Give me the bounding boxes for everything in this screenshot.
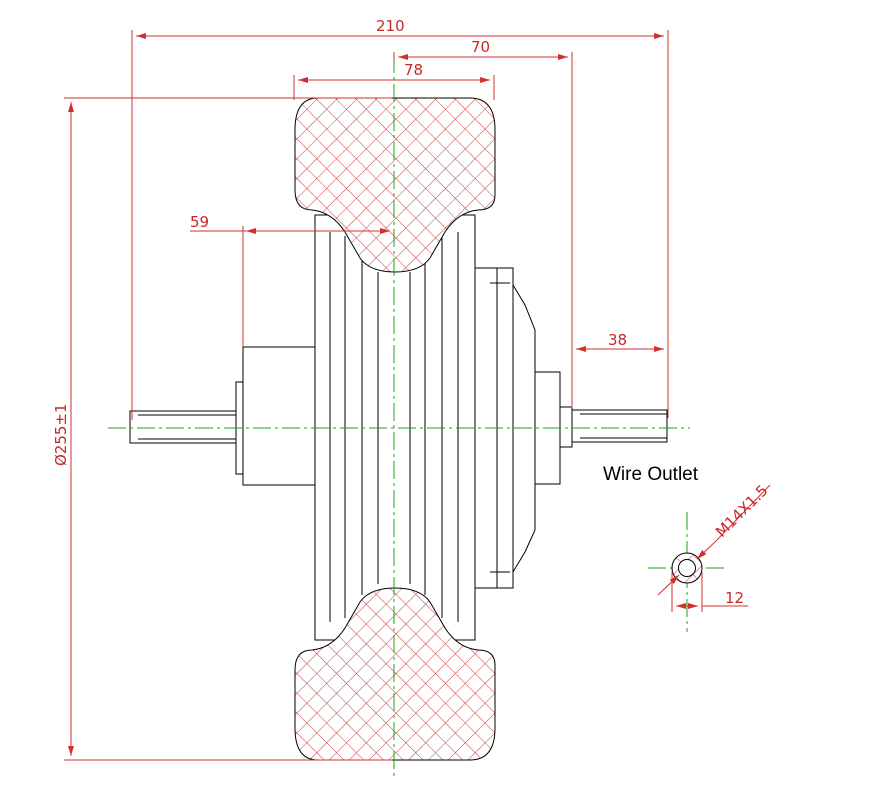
outlet-inner-circle	[678, 559, 696, 577]
dim-tire-width: 78	[404, 61, 423, 79]
dim-overall-width: 210	[376, 17, 405, 35]
tire-top-section	[294, 97, 496, 273]
dim-thread: M14X1.5	[712, 481, 772, 541]
dim-left-half-width: 59	[190, 213, 209, 231]
right-collar	[559, 406, 573, 448]
wire-outlet-label: Wire Outlet	[603, 464, 699, 485]
dimension-lines	[64, 30, 669, 761]
dim-shaft-length: 38	[608, 331, 627, 349]
tire-bottom-section	[294, 587, 496, 761]
dim-diameter: Ø255±1	[52, 403, 70, 466]
right-shaft	[571, 409, 668, 443]
wire-outlet-detail	[657, 484, 771, 612]
left-shaft	[129, 410, 239, 444]
left-bearing-housing	[242, 346, 316, 486]
dim-rim-to-shaft-end: 70	[471, 38, 490, 56]
dim-outlet-size: 12	[725, 589, 744, 607]
